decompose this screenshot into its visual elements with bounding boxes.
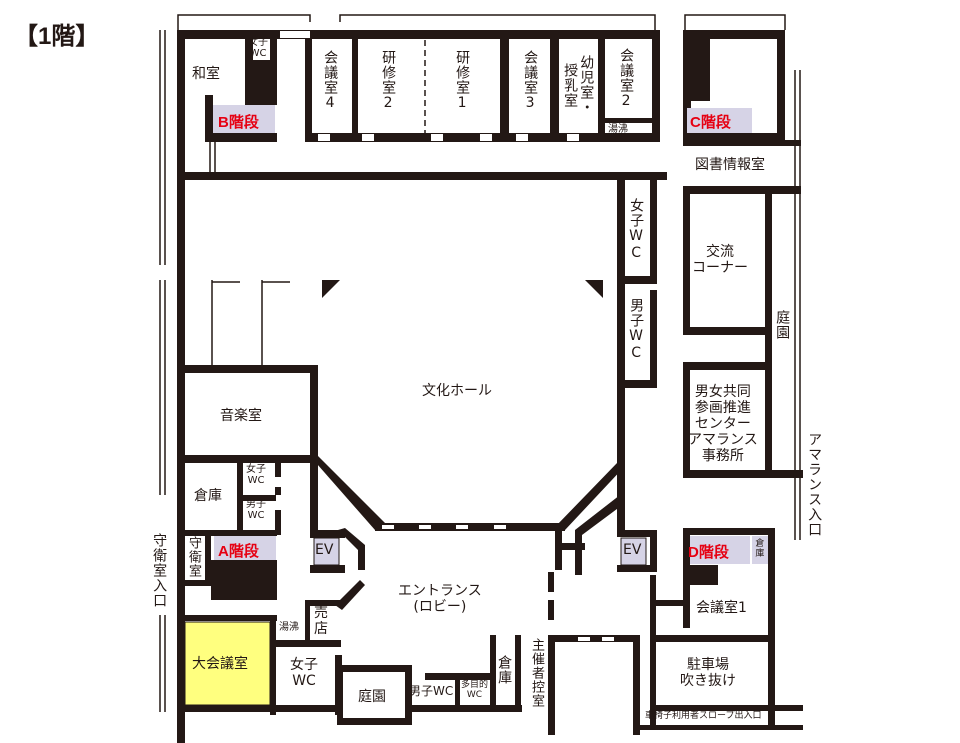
room-daikaigi: 大会議室 (192, 656, 248, 672)
room-garden-bottom: 庭園 (358, 689, 386, 705)
room-host: 主催者控室 (528, 638, 544, 708)
room-kaigi3: 会議室3 (522, 50, 539, 112)
room-wc-women-bottom: 女子 WC (290, 657, 318, 690)
room-entrance: エントランス (ロビー) (398, 583, 482, 616)
room-wc-women-b: 女子 WC (248, 37, 268, 59)
room-music: 音楽室 (220, 408, 262, 424)
room-washitsu: 和室 (192, 66, 220, 82)
room-wc-women-a: 女子 WC (246, 464, 266, 486)
room-souko-bottom: 倉庫 (496, 655, 513, 685)
ev-left: EV (315, 542, 334, 558)
room-kaigi4: 会議室4 (322, 50, 339, 112)
room-kaigi2: 会議室2 (618, 48, 635, 110)
stair-a: A階段 (218, 543, 259, 560)
room-wc-men-a: 男子 WC (246, 499, 266, 521)
outer-lines (159, 14, 801, 712)
room-kenshu2: 研修室2 (380, 50, 397, 112)
floor-title: 【1階】 (14, 23, 100, 50)
room-shop: 売 店 (314, 605, 328, 638)
guard-entrance: 守衛室入口 (151, 533, 168, 608)
room-koryu: 交流 コーナー (692, 244, 748, 277)
room-wc-women-hall: 女子WC (628, 198, 645, 262)
room-danjo: 男女共同 参画推進 センター アマランス 事務所 (688, 384, 758, 465)
slope-entrance: 車椅子利用者スロープ出入口 (645, 711, 762, 721)
room-hall: 文化ホール (422, 383, 492, 399)
ev-right: EV (623, 542, 642, 558)
room-yoji: 幼児室・授乳室 (562, 55, 595, 115)
room-souko-left: 倉庫 (194, 488, 222, 504)
room-parking: 駐車場 吹き抜け (680, 657, 736, 690)
room-kaigi1: 会議室1 (696, 600, 747, 616)
room-library: 図書情報室 (695, 157, 765, 173)
stair-c: C階段 (690, 114, 731, 131)
room-wc-men-hall: 男子WC (628, 298, 645, 362)
room-guard: 守衛室 (185, 536, 201, 578)
room-garden-right: 庭園 (774, 310, 791, 340)
room-wc-men-bottom: 男子WC (409, 684, 454, 698)
door-openings (280, 31, 614, 641)
room-souko-d: 倉庫 (753, 538, 764, 558)
room-yuwakashi-bottom: 湯沸 (279, 622, 299, 633)
stair-d: D階段 (688, 544, 729, 561)
wall-fills (177, 30, 803, 743)
stair-b: B階段 (218, 114, 259, 131)
room-tamokuteki: 多目的 WC (461, 680, 489, 701)
stage-marker-right (585, 280, 603, 298)
amaranth-entrance: アマランス入口 (806, 432, 823, 537)
room-kenshu1: 研修室1 (454, 50, 471, 112)
room-yuwakashi-top: 湯沸 (608, 124, 628, 135)
stage-marker-left (322, 280, 340, 298)
